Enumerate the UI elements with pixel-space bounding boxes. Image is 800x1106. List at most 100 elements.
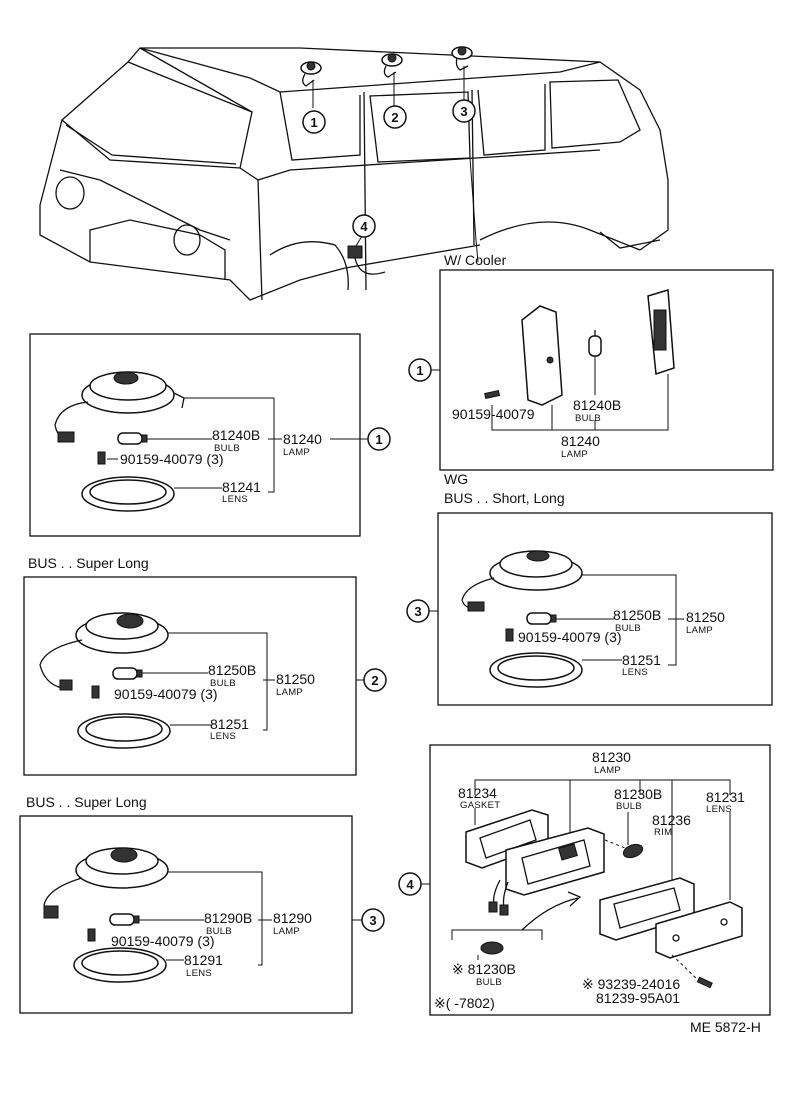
panel-1-lens-label: LENS [222,494,248,505]
svg-text:1: 1 [375,432,382,447]
wg-bulb-pn: 81250B [613,607,661,623]
panel-4-rim-pn: 81236 [652,812,691,828]
panel-1-callout: 1 [367,427,391,451]
van-illustration [39,46,669,301]
panel-4-alt-bulb-pn: ※ 81230B [452,961,516,977]
panel-3-callout: 3 [361,908,385,932]
svg-text:4: 4 [360,219,368,234]
panel-4-lens-pn: 81231 [706,789,745,805]
panel-4-wires [492,879,501,906]
wg-screw [505,628,514,642]
cooler-bulb-label: BULB [575,413,601,424]
wg-lamp-pn: 81250 [686,609,725,625]
panel-4-screw-pn-2: 81239-95A01 [596,990,680,1006]
panel-3-bulb-pn: 81290B [204,910,252,926]
panel-4-note: ※( -7802) [434,995,495,1011]
panel-1-screw [97,451,106,465]
wg-lens-label: LENS [622,667,648,678]
door-lamp [347,235,386,275]
roof-lamp-1 [300,61,322,108]
wg-connector [467,601,485,612]
panel-4-rim-label: RIM [654,827,672,838]
cooler-screw-pn: 90159-40079 [452,406,535,422]
panel-2-screw [91,685,100,699]
panel-4-lamp-pn: 81230 [592,749,631,765]
wg-bulb-label: BULB [615,623,641,634]
panel-2-bulb-pn: 81250B [208,662,256,678]
panel-4-callout: 4 [398,872,422,896]
panel-2-heading: BUS . . Super Long [28,555,149,571]
panel-3-lamp-pn: 81290 [273,910,312,926]
panel-4-frame [429,744,771,1016]
panel-4-bulb [622,843,644,859]
panel-2-lens-pn: 81251 [210,716,249,732]
svg-text:1: 1 [416,363,423,378]
wg-lamp-label: LAMP [686,625,713,636]
van-callout-1: 1 [302,110,326,134]
van-callout-4: 4 [352,214,376,238]
cooler-lamp-label: LAMP [561,449,588,460]
panel-3-lens [73,947,167,983]
panel-1-lens-pn: 81241 [222,479,261,495]
panel-4-screw [696,976,713,989]
panel-1-lamp-pn: 81240 [283,431,322,447]
panel-2-bulb [112,667,143,680]
panel-1-bulb-label: BULB [214,443,240,454]
svg-text:2: 2 [371,673,378,688]
wg-heading-line1: WG [444,471,468,487]
panel-4-lens-label: LENS [706,804,732,815]
panel-2-frame [23,576,357,776]
panel-3-bulb-label: BULB [206,926,232,937]
panel-3-screw-pn: 90159-40079 (3) [111,933,215,949]
wg-heading-line2: BUS . . Short, Long [444,490,565,506]
panel-1-connector [57,431,75,443]
panel-2-screw-pn: 90159-40079 (3) [114,686,218,702]
panel-1-lamp-base [81,371,185,414]
cooler-panel-frame [439,269,774,471]
panel-3-lens-label: LENS [186,968,212,979]
panel-4-alt-bulb [480,941,504,955]
panel-4-alt-bulb-label: BULB [476,977,502,988]
panel-2-wire [39,639,83,689]
panel-3-bulb [109,913,140,926]
cooler-lamp-housing [521,305,563,406]
van-callout-3: 3 [452,99,476,123]
wg-lamp-base [489,550,583,591]
panel-3-lens-pn: 81291 [184,952,223,968]
wg-bulb [526,612,557,625]
cooler-bracket [647,289,675,376]
panel-4-gasket-pn: 81234 [458,785,497,801]
panel-2-connector [59,679,73,691]
roof-lamp-3 [451,46,473,100]
panel-2-lens [77,713,171,749]
panel-2-lens-label: LENS [210,731,236,742]
panel-1-screw-pn: 90159-40079 (3) [120,451,224,467]
wg-panel-frame [437,512,773,706]
svg-text:3: 3 [460,104,467,119]
panel-3-connector [43,905,59,919]
cooler-heading: W/ Cooler [444,252,507,268]
panel-1-bulb [117,432,148,445]
panel-3-lamp-label: LAMP [273,926,300,937]
panel-3-frame [19,815,353,1014]
footer-code: ME 5872-H [690,1019,761,1035]
van-callout-2: 2 [383,105,407,129]
wg-screw-pn: 90159-40079 (3) [518,629,622,645]
panel-2-lamp-label: LAMP [276,687,303,698]
svg-text:2: 2 [391,110,398,125]
panel-3-screw [87,928,96,942]
wg-lens [489,652,583,688]
cooler-bulb [588,330,602,357]
panel-3-heading: BUS . . Super Long [26,794,147,810]
cooler-callout: 1 [408,358,432,382]
panel-4-bulb-label: BULB [616,801,642,812]
panel-4-screw-pn-1: ※ 93239-24016 [582,976,680,992]
panel-1-bulb-pn: 81240B [212,427,260,443]
svg-text:3: 3 [414,604,421,619]
panel-3-lamp-base [75,847,169,889]
wg-callout: 3 [406,599,430,623]
svg-text:4: 4 [406,877,414,892]
panel-4-bulb-pn: 81230B [614,786,662,802]
panel-4-arrow [521,897,579,931]
